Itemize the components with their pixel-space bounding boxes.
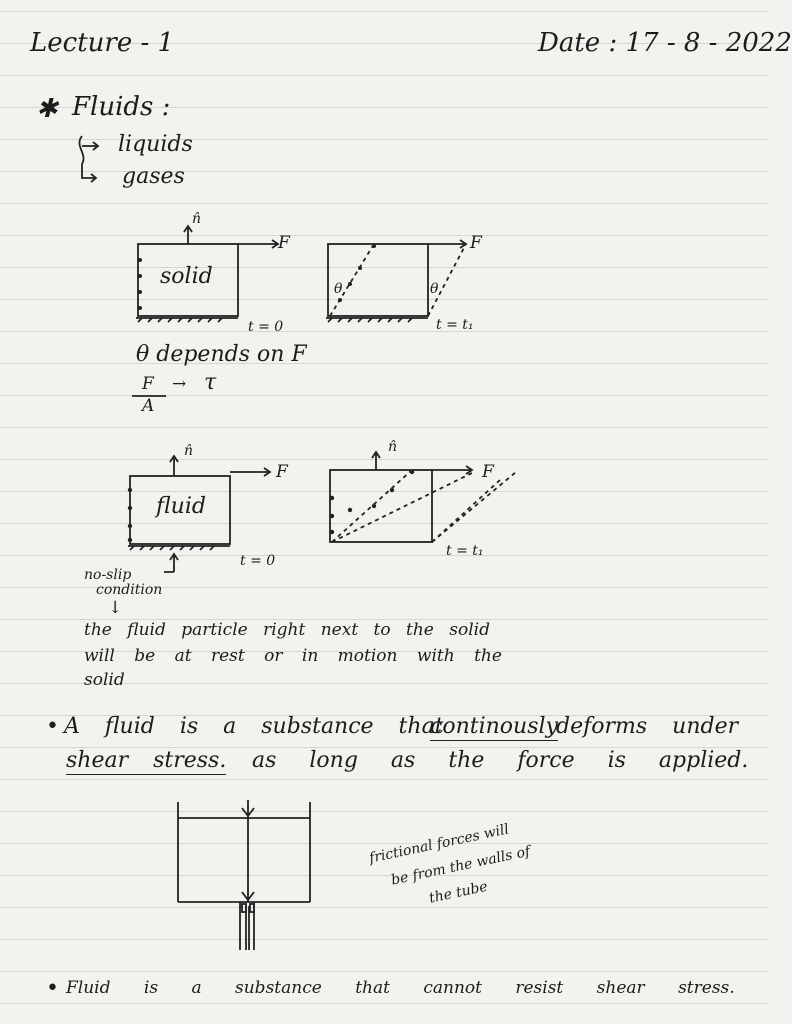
branch-gases: gases	[122, 164, 185, 189]
tau-symbol: τ	[204, 370, 217, 395]
force-label-1a: F	[278, 233, 290, 253]
no-slip-line-1: the fluid particle right next to the sol…	[84, 620, 490, 640]
def2-text: Fluid is a substance that cannot resist …	[66, 978, 735, 998]
force-label-2b: F	[482, 462, 494, 482]
no-slip-pointer-icon	[164, 552, 179, 573]
force-label-1b: F	[470, 233, 482, 253]
bullet-1: •	[46, 714, 59, 739]
fraction-numerator: F	[142, 374, 154, 394]
time-label-2b: t = t₁	[446, 543, 484, 559]
def1-part1: A fluid is a substance that	[64, 714, 444, 739]
topic-heading: Fluids :	[72, 92, 171, 122]
solid-deformation-figure	[136, 224, 468, 323]
lecture-date: Date : 17 - 8 - 2022	[538, 28, 792, 58]
down-arrow-icon: ↓	[108, 598, 123, 618]
fraction-denominator: A	[142, 396, 155, 416]
time-label-2a: t = 0	[240, 553, 276, 569]
def1-underlined-continously: continously	[430, 714, 558, 741]
normal-label-2b: n̂	[388, 439, 398, 455]
solid-label: solid	[160, 264, 213, 289]
no-slip-line-3: solid	[84, 670, 125, 690]
normal-label-1: n̂	[192, 211, 202, 227]
arrow-icon: →	[172, 374, 187, 394]
lecture-title: Lecture - 1	[30, 28, 175, 58]
def1-line2-rest: as long as the force is applied.	[252, 748, 749, 773]
friction-note-line-3: the tube	[427, 878, 490, 907]
no-slip-label: no-slip	[84, 567, 132, 583]
time-label-1b: t = t₁	[436, 317, 474, 333]
theta-label-1b: θ	[430, 281, 439, 297]
branch-liquids: liquids	[118, 132, 193, 157]
fluid-deformation-figure	[127, 450, 517, 551]
no-slip-line-2: will be at rest or in motion with the	[84, 646, 502, 666]
theta-depends-text: θ depends on F	[136, 342, 307, 367]
fluid-label: fluid	[156, 494, 206, 519]
normal-label-2a: n̂	[184, 443, 194, 459]
star-icon: ✱	[36, 94, 58, 124]
def1-underlined-shear-stress: shear stress.	[66, 748, 227, 775]
theta-label-1a: θ	[334, 281, 343, 297]
tube-figure	[177, 800, 311, 950]
time-label-1a: t = 0	[248, 319, 284, 335]
branch-arrows-icon	[78, 135, 100, 183]
bullet-2: •	[46, 976, 59, 1001]
force-label-2a: F	[276, 462, 288, 482]
def1-part2: deforms under	[556, 714, 739, 739]
fraction-bar	[132, 395, 166, 397]
no-slip-label-2: condition	[96, 582, 163, 598]
